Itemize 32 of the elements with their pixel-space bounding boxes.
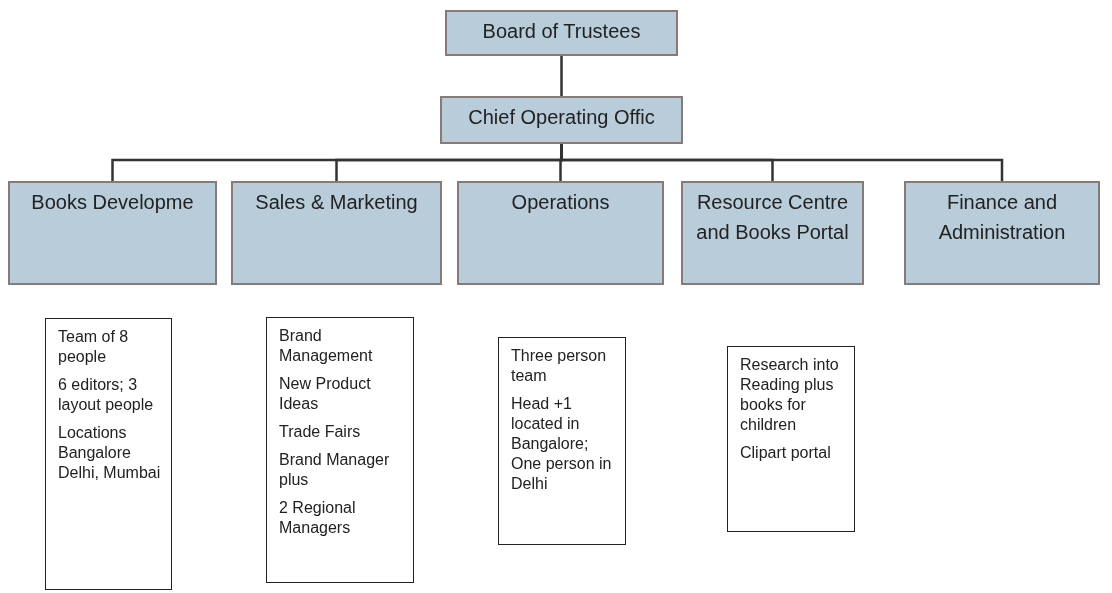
org-box bbox=[457, 181, 664, 285]
connector-line bbox=[560, 56, 563, 96]
box-title: Chief Operating Offic bbox=[467, 105, 656, 130]
org-box bbox=[231, 181, 442, 285]
note-text: Team of 8 people bbox=[58, 327, 130, 367]
note-box bbox=[45, 318, 172, 590]
org-box bbox=[445, 10, 678, 56]
note-text: Brand Management bbox=[279, 326, 374, 366]
connector-line bbox=[560, 144, 1004, 181]
note-box bbox=[498, 337, 626, 545]
box-title: Books Developme bbox=[30, 190, 195, 215]
box-title: Operations bbox=[510, 190, 611, 215]
box-title: Resource Centre and Books Portal bbox=[695, 190, 850, 245]
note-text: Brand Manager plus bbox=[279, 450, 391, 490]
note-text: New Product Ideas bbox=[279, 374, 372, 414]
org-box bbox=[681, 181, 864, 285]
box-title: Sales & Marketing bbox=[254, 190, 419, 215]
org-box bbox=[904, 181, 1100, 285]
note-text: Locations Bangalore Delhi, Mumbai bbox=[58, 423, 162, 483]
note-text: Three person team bbox=[511, 346, 608, 386]
box-title: Board of Trustees bbox=[481, 19, 642, 44]
box-title: Finance and Administration bbox=[937, 190, 1067, 245]
note-text: Research into Reading plus books for children bbox=[740, 355, 840, 435]
note-text: Head +1 located in Bangalore; One person in Delhi bbox=[511, 394, 613, 494]
note-text: 2 Regional Managers bbox=[279, 498, 357, 538]
note-text: Trade Fairs bbox=[279, 422, 362, 442]
org-box bbox=[440, 96, 683, 144]
note-text: 6 editors; 3 layout people bbox=[58, 375, 155, 415]
note-box bbox=[266, 317, 414, 583]
org-box bbox=[8, 181, 217, 285]
note-text: Clipart portal bbox=[740, 443, 832, 463]
note-box bbox=[727, 346, 855, 532]
